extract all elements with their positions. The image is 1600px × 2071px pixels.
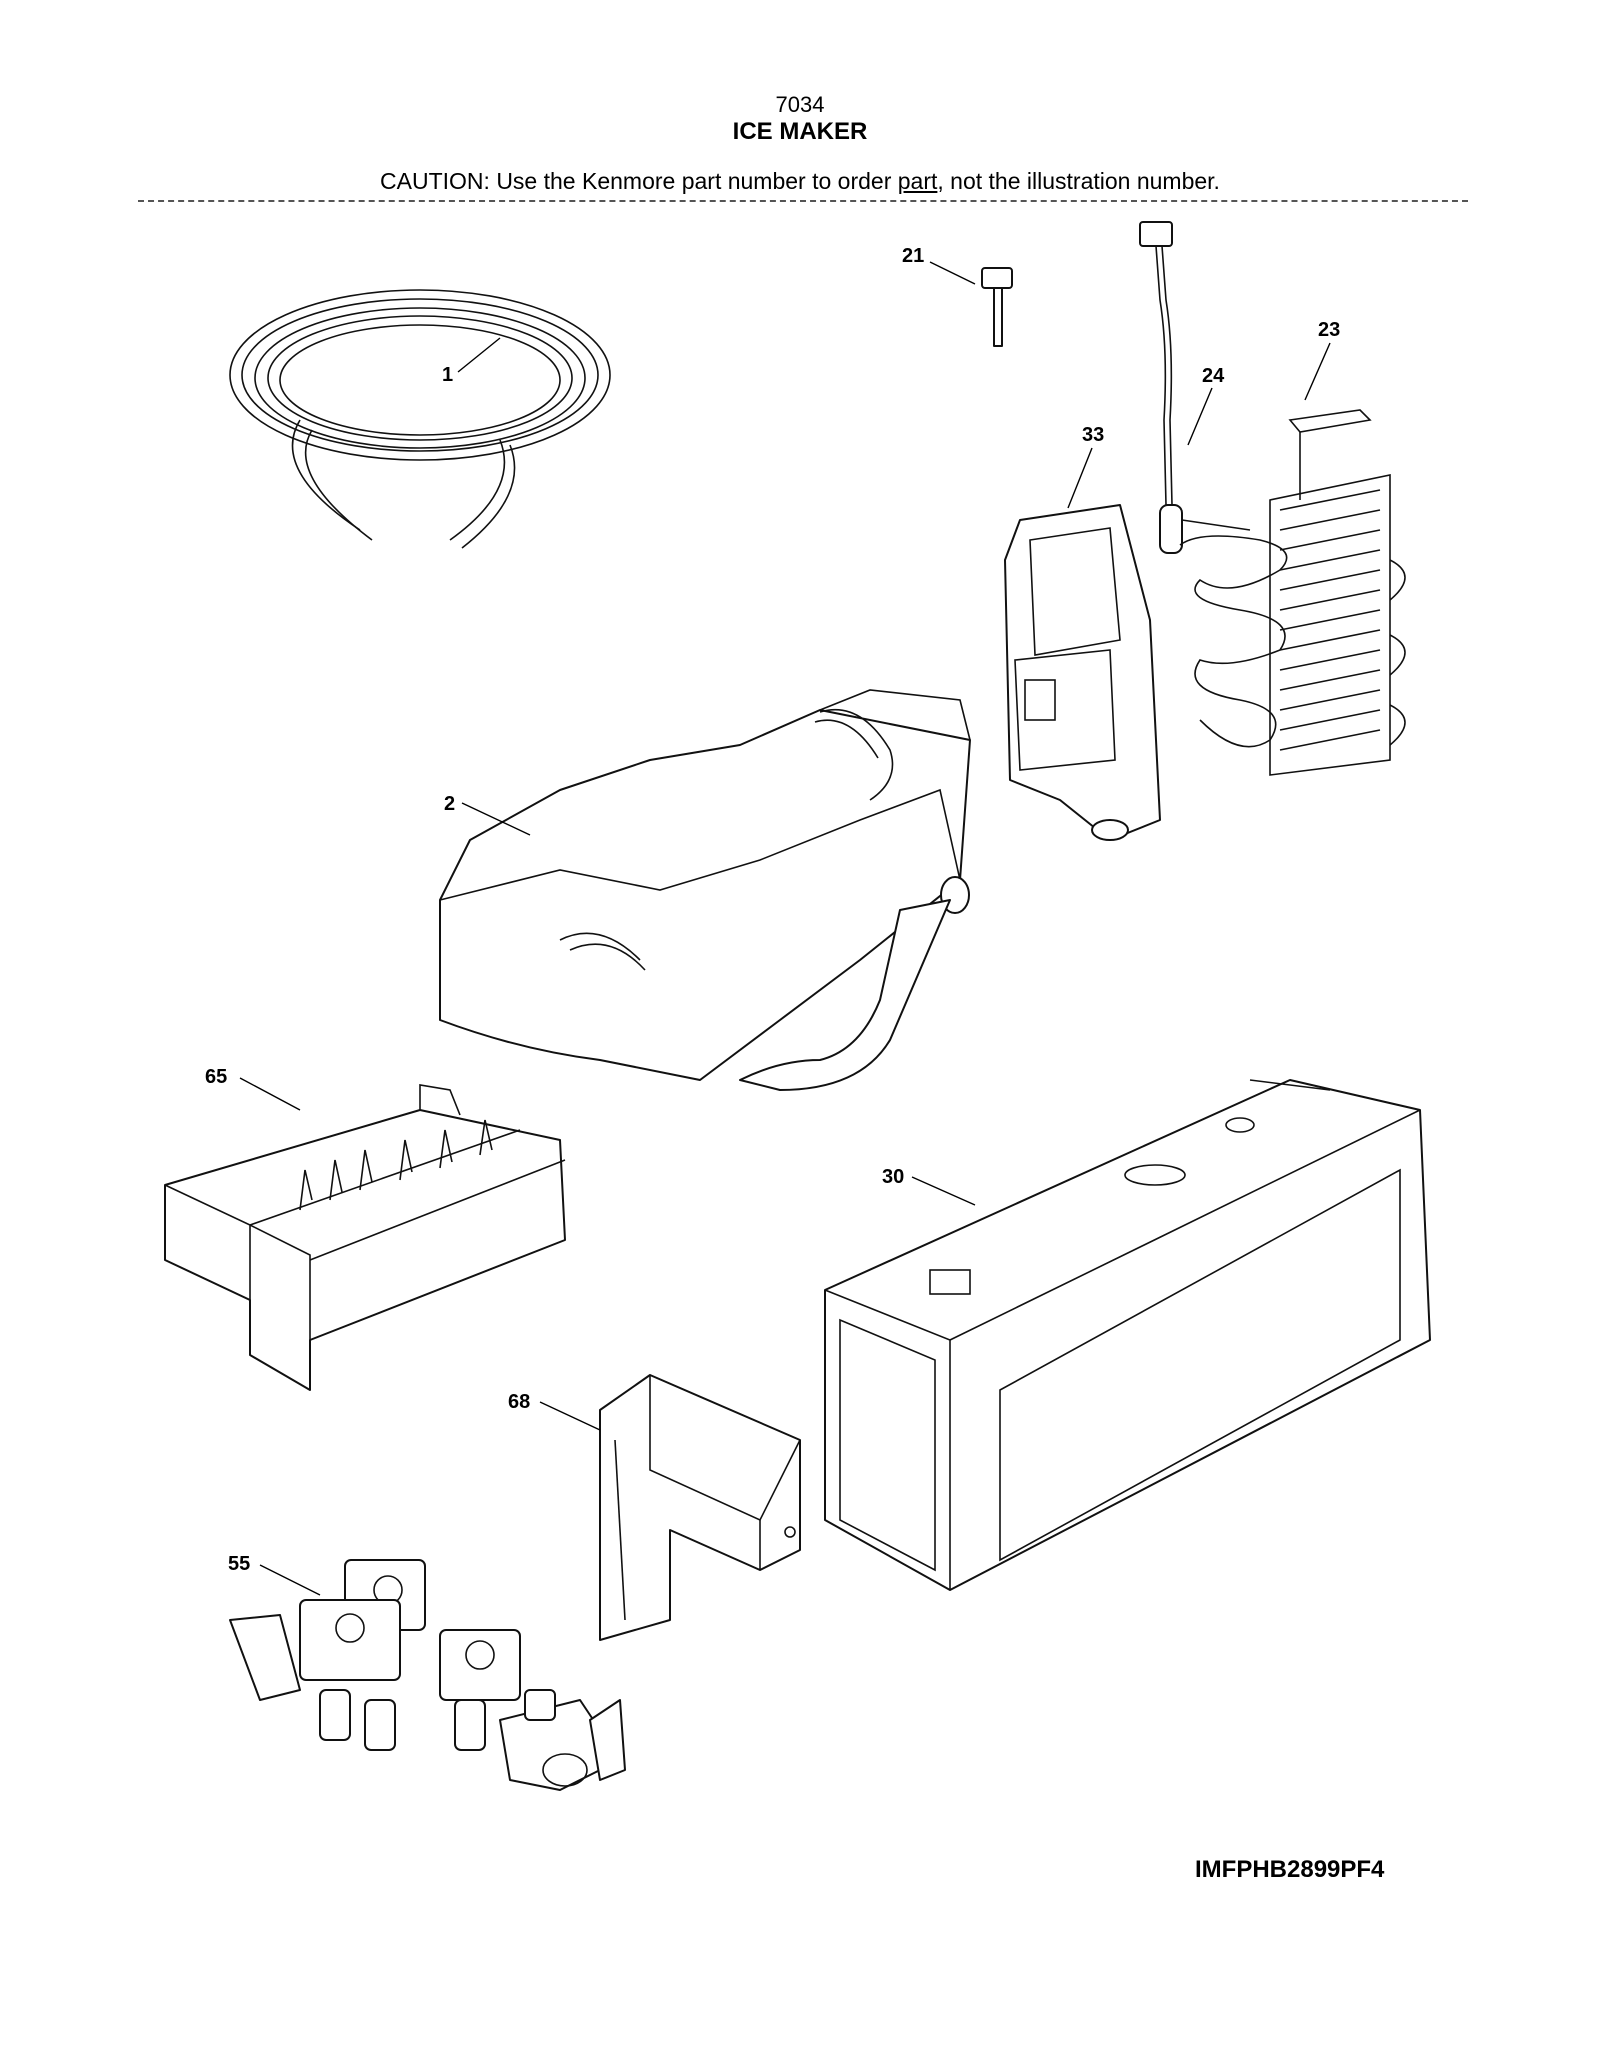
evaporator-fins	[1279, 489, 1381, 751]
leader-33	[1067, 447, 1093, 509]
leader-65	[239, 1077, 301, 1111]
leader-68	[539, 1401, 601, 1431]
callout-33: 33	[1082, 424, 1104, 446]
leader-55	[259, 1564, 321, 1596]
callout-68: 68	[508, 1391, 530, 1413]
header-divider	[138, 200, 1468, 202]
leader-1	[457, 337, 501, 373]
leader-30	[911, 1176, 976, 1206]
callout-65: 65	[205, 1066, 227, 1088]
part-33-cover	[1004, 504, 1161, 841]
leader-23	[1304, 342, 1331, 401]
callout-30: 30	[882, 1166, 904, 1188]
part-24-wire-harness	[1139, 221, 1251, 554]
callout-2: 2	[444, 793, 455, 815]
callout-21: 21	[902, 245, 924, 267]
part-23-evaporator	[1179, 409, 1406, 776]
caution-underlined: part	[897, 168, 938, 194]
part-55-water-valve	[229, 1559, 626, 1791]
leader-24	[1187, 387, 1213, 446]
diagram-title: ICE MAKER	[732, 118, 868, 145]
callout-1: 1	[442, 364, 453, 386]
caution-prefix: CAUTION: Use the Kenmore part number to …	[380, 168, 898, 194]
diagram-code: 7034	[775, 92, 825, 117]
part-21-thermistor	[981, 267, 1013, 347]
leader-2	[461, 802, 531, 836]
model-number: IMFPHB2899PF4	[1195, 1856, 1385, 1883]
part-30-ice-container-housing	[824, 1079, 1431, 1591]
callout-55: 55	[228, 1553, 250, 1575]
leader-21	[929, 261, 976, 285]
caution-suffix: , not the illustration number.	[937, 168, 1220, 194]
callout-23: 23	[1318, 319, 1340, 341]
caution-note: CAUTION: Use the Kenmore part number to …	[0, 168, 1600, 195]
part-1-water-tube	[229, 289, 611, 549]
callout-24: 24	[1202, 365, 1225, 387]
part-2-ice-maker-assembly	[439, 689, 971, 1091]
part-68-ice-chute-cover	[599, 1374, 801, 1641]
part-65-ice-bucket	[164, 1084, 566, 1391]
